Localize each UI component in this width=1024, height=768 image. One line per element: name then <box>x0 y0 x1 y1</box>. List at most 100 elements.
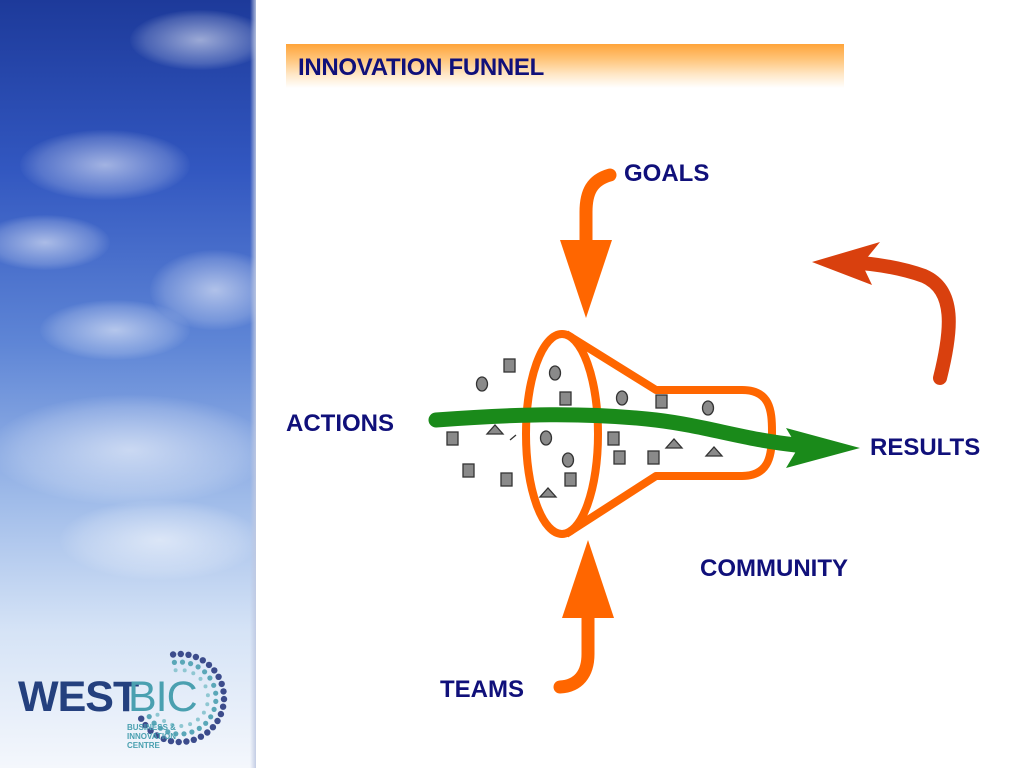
logo-dot <box>147 727 154 734</box>
idea-square <box>559 391 572 406</box>
teams-label: TEAMS <box>440 676 524 703</box>
results-label: RESULTS <box>870 434 981 461</box>
logo-dot <box>217 710 225 718</box>
idea-triangle <box>664 438 684 449</box>
community-label: COMMUNITY <box>700 555 848 582</box>
logo-dot <box>177 650 184 658</box>
logo-dot <box>211 706 217 712</box>
logo-dot <box>201 710 206 715</box>
feedback-arrow-head <box>812 242 880 285</box>
logo-dot-ring <box>138 650 228 746</box>
logo-dot <box>181 731 187 737</box>
logo-dot <box>195 664 201 670</box>
logo-dot <box>160 735 167 743</box>
idea-circle <box>561 452 575 468</box>
logo-dot <box>183 738 190 745</box>
logo-dot <box>209 724 217 731</box>
goals-arrow-shaft <box>579 168 617 255</box>
funnel-body <box>563 330 776 538</box>
logo-dot <box>173 731 179 737</box>
logo-dot <box>213 690 219 696</box>
sky-sidebar: WEST BIC BUSINESS & INNOVATION CENTRE <box>0 0 256 768</box>
feedback-arrow-shaft <box>839 255 956 385</box>
logo-dot <box>214 717 221 725</box>
logo-dot <box>197 733 205 740</box>
goals-arrow-head <box>560 240 612 318</box>
logo-dot <box>142 721 149 729</box>
idea-square <box>647 450 660 465</box>
logo-dot <box>196 725 202 731</box>
idea-square <box>564 472 577 487</box>
logo-dot <box>146 714 152 720</box>
logo-dot <box>151 720 157 726</box>
idea-square <box>613 450 626 465</box>
logo-dot <box>195 717 200 722</box>
logo-dot <box>153 732 160 739</box>
logo-dot <box>205 693 210 698</box>
logo-dot <box>220 688 227 695</box>
logo-word-west: WEST <box>18 673 139 721</box>
teams-arrow-shaft <box>553 603 595 694</box>
idea-circle <box>615 390 629 406</box>
logo-dot <box>215 673 222 680</box>
idea-square <box>462 463 475 478</box>
actions-arrow-shaft <box>428 407 804 453</box>
idea-circle <box>701 400 715 416</box>
logo-dot <box>179 724 184 728</box>
teams-arrow-head <box>562 540 614 618</box>
westbic-logo: WEST BIC BUSINESS & INNOVATION CENTRE <box>14 648 240 758</box>
logo-dot <box>205 702 210 707</box>
logo-dot <box>203 720 209 726</box>
logo-dot <box>220 695 228 703</box>
logo-dot <box>182 668 187 673</box>
logo-dot <box>169 651 177 658</box>
logo-dot <box>207 675 213 681</box>
logo-dot <box>190 736 197 743</box>
logo-dot <box>188 661 194 667</box>
funnel-mouth <box>522 330 602 538</box>
logo-word-bic: BIC <box>128 673 198 721</box>
logo-dot <box>208 714 214 720</box>
idea-square <box>503 358 516 373</box>
logo-dot <box>175 738 182 746</box>
logo-dot <box>192 653 200 661</box>
logo-dot <box>202 669 208 675</box>
title-bar: INNOVATION FUNNEL <box>286 44 844 88</box>
logo-dot <box>138 715 145 722</box>
idea-circle <box>539 430 553 446</box>
idea-shapes <box>446 358 724 498</box>
logo-dot <box>185 651 192 658</box>
logo-dot <box>203 684 208 689</box>
logo-dot <box>218 680 225 688</box>
logo-dot <box>191 671 196 676</box>
logo-dot <box>219 703 227 710</box>
logo-dot <box>171 659 177 665</box>
idea-circle <box>475 376 489 392</box>
logo-dot <box>189 729 195 735</box>
idea-triangle <box>485 424 505 435</box>
logo-dot <box>199 657 206 664</box>
logo-dot <box>198 676 203 681</box>
sidebar-edge <box>250 0 256 768</box>
logo-subtitle: BUSINESS & INNOVATION CENTRE <box>127 723 177 750</box>
goals-label: GOALS <box>624 160 710 187</box>
idea-square <box>607 431 620 446</box>
actions-arrow-head <box>786 428 860 468</box>
logo-dot <box>162 719 167 723</box>
idea-triangle <box>538 487 558 498</box>
logo-dot <box>211 682 217 688</box>
idea-square <box>500 472 513 487</box>
logo-dot <box>213 698 219 704</box>
logo-dot <box>167 737 175 745</box>
idea-triangle <box>704 446 724 457</box>
idea-dash <box>509 434 517 441</box>
logo-dot <box>211 667 218 674</box>
logo-dot <box>188 722 193 727</box>
idea-circle <box>548 365 562 381</box>
logo-dot <box>170 722 175 727</box>
logo-dot <box>179 659 186 665</box>
innovation-funnel-diagram <box>428 168 956 694</box>
logo-dot <box>155 712 160 717</box>
logo-dot <box>157 725 164 731</box>
logo-dot <box>165 729 171 735</box>
